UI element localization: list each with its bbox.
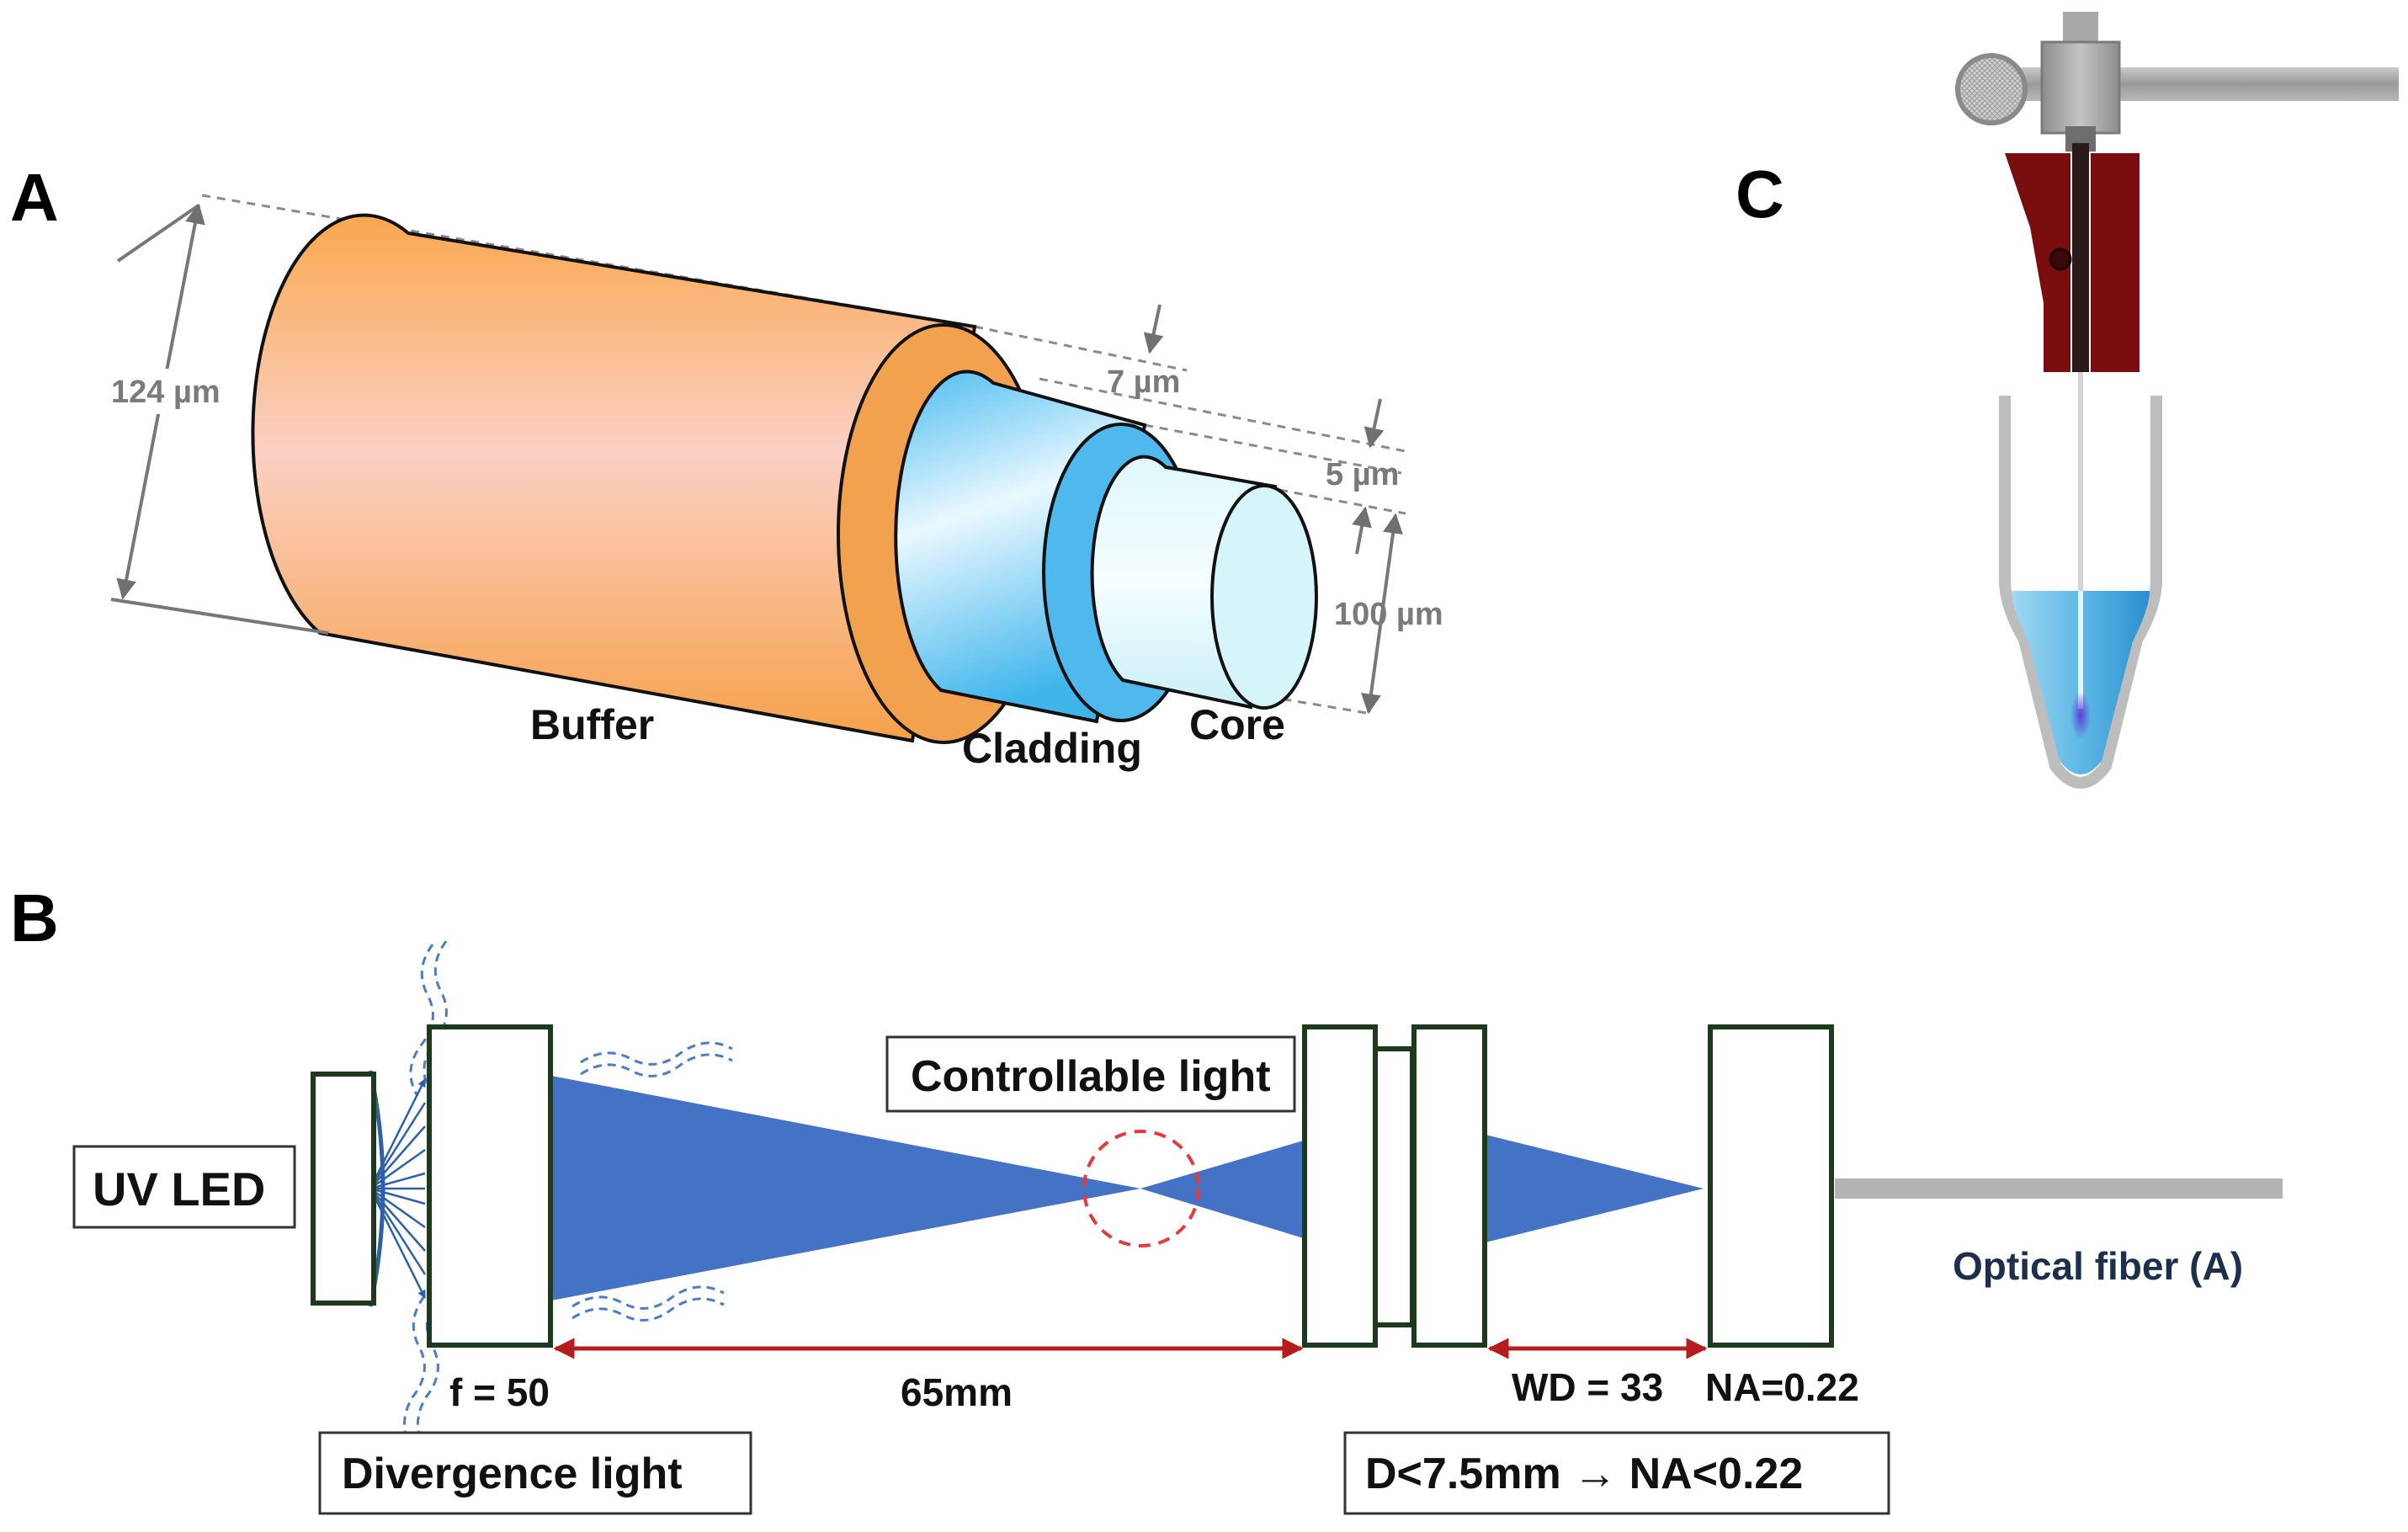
- cladding-thickness-arrow-bottom: [1352, 506, 1372, 555]
- outer-diameter-label: 124 µm: [111, 375, 221, 410]
- optical-fiber-label: Optical fiber (A): [1953, 1244, 2243, 1288]
- panel-c: C: [1736, 12, 2399, 789]
- panel-label-b: B: [10, 880, 59, 955]
- cladding-thickness-label: 5 µm: [1326, 457, 1399, 492]
- buffer-thickness-arrow: [1143, 304, 1164, 354]
- distance-label: 65mm: [901, 1370, 1013, 1414]
- panel-a: A 124 µm: [10, 160, 1443, 772]
- fiber-holder-left: [2005, 153, 2070, 372]
- collimating-lens: [427, 1024, 553, 1348]
- uv-led-label: UV LED: [93, 1162, 265, 1215]
- divergence-light-box: [318, 1431, 752, 1515]
- fiber-holder-right: [2091, 153, 2140, 372]
- numerical-aperture-label: NA=0.22: [1705, 1365, 1859, 1409]
- coupling-lens-2: [1411, 1024, 1487, 1348]
- core-diameter-arrow: [1361, 513, 1403, 715]
- panel-label-c: C: [1736, 157, 1784, 231]
- uv-emission-glow: [2070, 692, 2091, 739]
- beam-collimated: [551, 1076, 1140, 1301]
- divergence-light-label: Divergence light: [342, 1450, 683, 1498]
- focal-length-label: f = 50: [449, 1370, 550, 1414]
- condition-box: [1343, 1431, 1890, 1515]
- holder-screw: [2049, 247, 2072, 271]
- panel-b: B: [10, 880, 2283, 1515]
- outer-label-bg: [103, 369, 244, 414]
- coupling-lens-spacer: [1373, 1046, 1415, 1327]
- clamp-block: [2040, 40, 2121, 135]
- cladding-label: Cladding: [962, 725, 1142, 772]
- uv-led-housing: [311, 1072, 376, 1306]
- buffer-label: Buffer: [530, 701, 654, 748]
- beam-focus-cross: [1140, 1140, 1306, 1239]
- outer-baseline: [110, 598, 329, 635]
- optical-fiber-line: [1835, 1178, 2283, 1199]
- outer-tick: [116, 204, 200, 263]
- working-distance-label: WD = 33: [1512, 1365, 1663, 1409]
- beam-waist-marker: [1082, 1130, 1200, 1247]
- core-layer: [1090, 455, 1318, 710]
- controllable-light-box: [885, 1035, 1296, 1113]
- core-label: Core: [1189, 701, 1285, 748]
- fiber-connector: [1708, 1024, 1834, 1348]
- fiber-holder-slot: [2072, 143, 2089, 372]
- coupling-lens-1: [1302, 1024, 1378, 1348]
- sample-tube: [1999, 396, 2162, 789]
- controllable-light-label: Controllable light: [911, 1052, 1271, 1101]
- adjustment-knob: [1955, 53, 2028, 125]
- beam-converging: [1486, 1135, 1704, 1242]
- led-rays: [369, 1078, 427, 1299]
- core-diameter-label: 100 µm: [1334, 597, 1443, 632]
- panel-label-a: A: [10, 160, 59, 235]
- uv-led-label-box: [72, 1145, 296, 1229]
- condition-label: D<7.5mm → NA<0.22: [1365, 1450, 1803, 1498]
- cladding-thickness-arrow-top: [1363, 398, 1385, 449]
- divergence-waves: [402, 940, 733, 1449]
- buffer-thickness-label: 7 µm: [1107, 364, 1180, 400]
